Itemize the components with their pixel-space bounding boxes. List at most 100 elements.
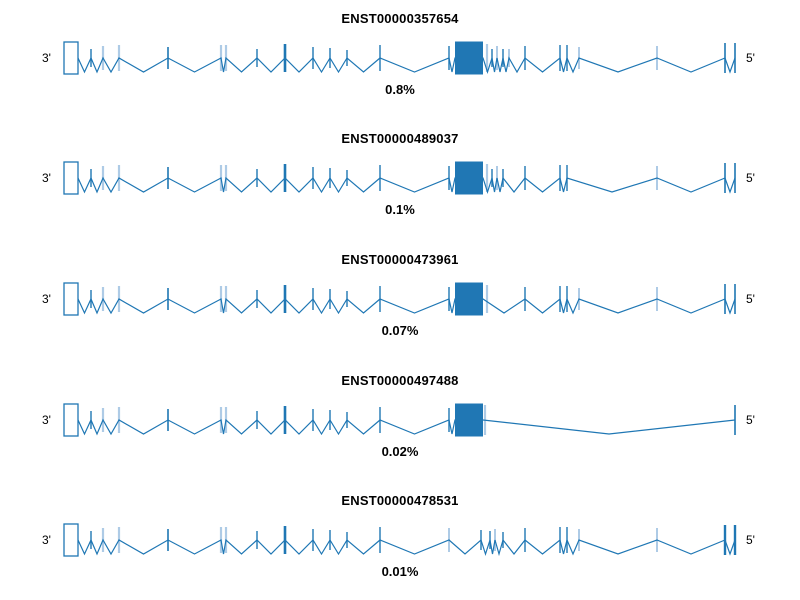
exon bbox=[724, 43, 726, 73]
five-prime-label: 5' bbox=[746, 413, 755, 427]
exon bbox=[312, 47, 314, 69]
exon bbox=[491, 49, 493, 67]
exon bbox=[448, 46, 450, 70]
exon bbox=[346, 50, 348, 66]
exon bbox=[724, 284, 726, 314]
exon bbox=[524, 46, 526, 70]
exon bbox=[491, 169, 493, 187]
exon bbox=[524, 166, 526, 190]
transcript-structure-svg bbox=[63, 282, 736, 316]
exon bbox=[256, 49, 258, 67]
intron-line bbox=[64, 297, 736, 315]
exon bbox=[329, 530, 331, 550]
exon bbox=[559, 527, 561, 553]
exon bbox=[485, 285, 489, 313]
exon bbox=[724, 163, 726, 193]
exon bbox=[448, 287, 450, 311]
exon bbox=[566, 165, 568, 191]
five-prime-label: 5' bbox=[746, 171, 755, 185]
exon bbox=[485, 44, 489, 72]
exon bbox=[379, 407, 381, 433]
exon bbox=[90, 411, 92, 429]
exon bbox=[489, 531, 491, 549]
exon bbox=[734, 163, 736, 193]
exon bbox=[329, 48, 331, 68]
three-prime-label: 3' bbox=[42, 51, 51, 65]
three-prime-label: 3' bbox=[42, 533, 51, 547]
isoform-usage-percent: 0.01% bbox=[381, 564, 419, 579]
exon bbox=[90, 531, 92, 549]
exon bbox=[283, 526, 287, 554]
transcript-id-title: ENST00000478531 bbox=[341, 493, 459, 508]
exon bbox=[346, 412, 348, 428]
exon bbox=[502, 532, 504, 548]
intron-line bbox=[64, 418, 736, 436]
transcript-row-2: ENST00000489037 3' 5' 0.1% bbox=[0, 120, 800, 240]
exon bbox=[283, 285, 287, 313]
transcript-structure-svg bbox=[63, 41, 736, 75]
five-prime-label: 5' bbox=[746, 51, 755, 65]
five-prime-label: 5' bbox=[746, 533, 755, 547]
transcript-id-title: ENST00000357654 bbox=[341, 11, 459, 26]
isoform-usage-percent: 0.07% bbox=[381, 323, 419, 338]
exon bbox=[485, 164, 489, 192]
exon bbox=[723, 525, 727, 555]
exon bbox=[329, 168, 331, 188]
exon bbox=[559, 286, 561, 312]
exon bbox=[90, 169, 92, 187]
exon bbox=[256, 169, 258, 187]
exon bbox=[283, 406, 287, 434]
exon bbox=[448, 408, 450, 432]
exon bbox=[734, 405, 736, 435]
exon bbox=[90, 49, 92, 67]
exon bbox=[455, 282, 483, 316]
intron-line bbox=[64, 538, 736, 557]
exon bbox=[379, 286, 381, 312]
exon bbox=[734, 43, 736, 73]
exon bbox=[734, 284, 736, 314]
exon bbox=[379, 527, 381, 553]
exon bbox=[502, 49, 504, 67]
transcript-id-title: ENST00000489037 bbox=[341, 131, 459, 146]
exon bbox=[167, 529, 169, 551]
exon bbox=[256, 531, 258, 549]
exon bbox=[566, 527, 568, 553]
exon bbox=[448, 166, 450, 190]
transcript-id-title: ENST00000473961 bbox=[341, 252, 459, 267]
three-prime-label: 3' bbox=[42, 292, 51, 306]
isoform-usage-percent: 0.02% bbox=[381, 444, 419, 459]
exon bbox=[63, 403, 79, 437]
intron-line bbox=[64, 176, 736, 194]
exon bbox=[346, 170, 348, 186]
exon bbox=[524, 528, 526, 552]
exon bbox=[312, 409, 314, 431]
three-prime-label: 3' bbox=[42, 171, 51, 185]
exon bbox=[379, 165, 381, 191]
exon bbox=[566, 286, 568, 312]
exon bbox=[167, 288, 169, 310]
transcript-row-5: ENST00000478531 3' 5' 0.01% bbox=[0, 482, 800, 600]
transcript-structure-svg bbox=[63, 403, 736, 437]
three-prime-label: 3' bbox=[42, 413, 51, 427]
isoform-usage-percent: 0.8% bbox=[385, 82, 415, 97]
exon bbox=[283, 164, 287, 192]
exon bbox=[283, 44, 287, 72]
exon bbox=[733, 525, 737, 555]
exon bbox=[167, 167, 169, 189]
exon bbox=[346, 532, 348, 548]
exon bbox=[167, 409, 169, 431]
isoform-usage-percent: 0.1% bbox=[385, 202, 415, 217]
exon bbox=[312, 529, 314, 551]
exon bbox=[329, 410, 331, 430]
exon bbox=[256, 411, 258, 429]
exon bbox=[566, 45, 568, 71]
exon bbox=[455, 161, 483, 195]
exon bbox=[559, 165, 561, 191]
transcript-id-title: ENST00000497488 bbox=[341, 373, 459, 388]
exon bbox=[63, 161, 79, 195]
exon bbox=[90, 290, 92, 308]
exon bbox=[455, 403, 483, 437]
exon bbox=[502, 169, 504, 187]
five-prime-label: 5' bbox=[746, 292, 755, 306]
